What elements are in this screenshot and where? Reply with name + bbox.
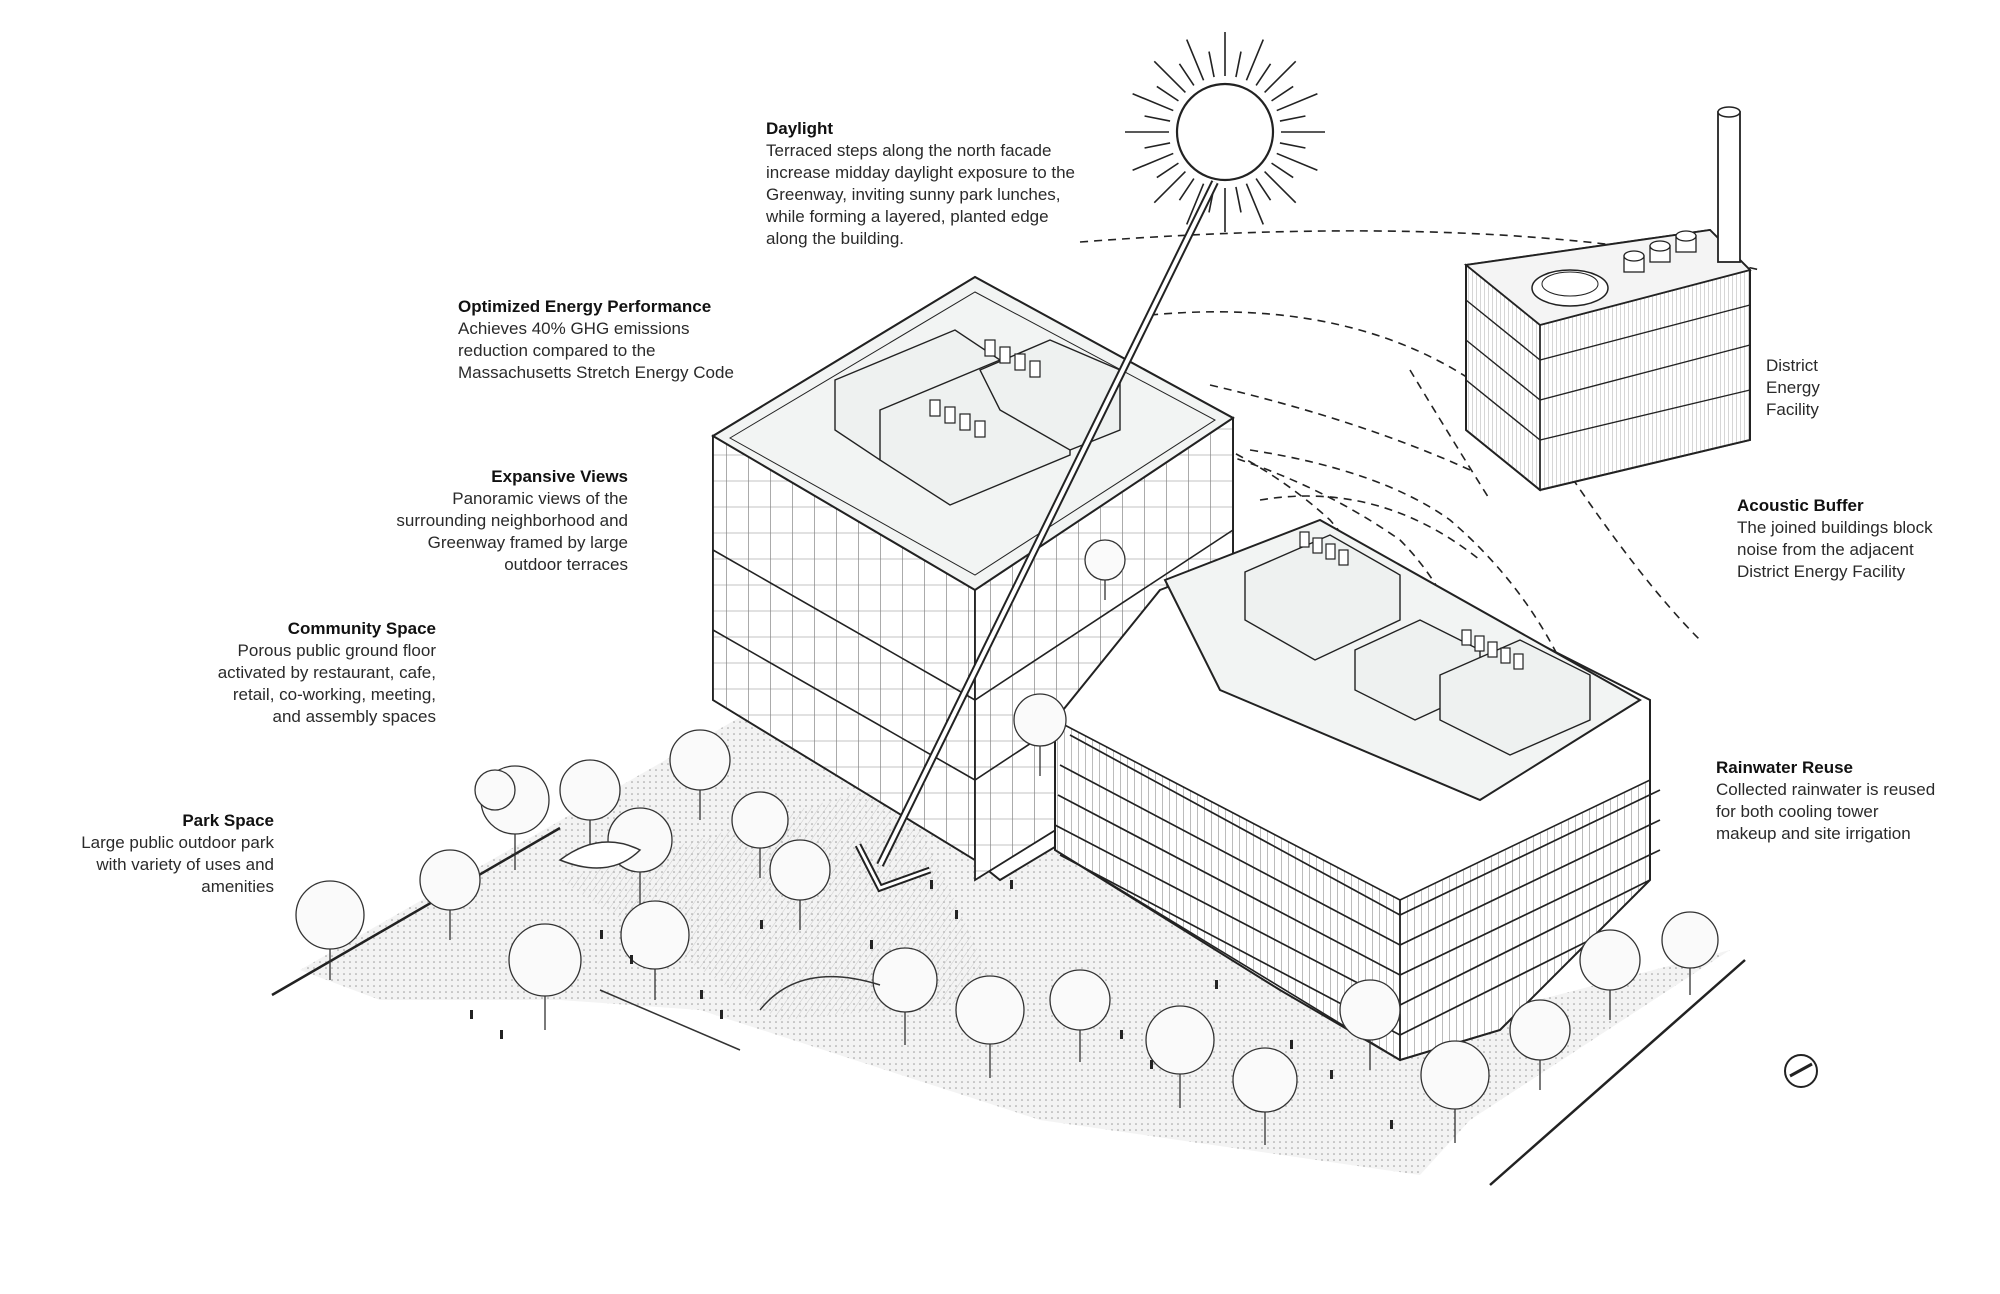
sun-ray — [1264, 171, 1297, 204]
sun-ray — [1132, 152, 1174, 172]
tree-icon — [669, 729, 731, 820]
annotation-views: Expansive Views Panoramic views of the s… — [360, 466, 628, 576]
sun-ray — [1245, 39, 1265, 81]
sun-ray — [1276, 92, 1318, 112]
annotation-acoustic: Acoustic Buffer The joined buildings blo… — [1737, 495, 1977, 583]
sun-ray — [1153, 171, 1186, 204]
annotation-community: Community Space Porous public ground flo… — [200, 618, 436, 728]
tree-icon — [559, 759, 621, 852]
tree-icon — [1420, 1040, 1490, 1143]
annotation-body: Terraced steps along the north facade in… — [766, 141, 1076, 248]
park-paths — [558, 841, 881, 1051]
annotation-title: Acoustic Buffer — [1737, 496, 1864, 515]
tree-icon — [508, 923, 582, 1030]
sun-ray — [1208, 51, 1215, 78]
sun-ray — [1144, 142, 1171, 149]
annotation-title: Daylight — [766, 119, 834, 138]
north-arrow-icon — [1784, 1054, 1818, 1088]
annotation-title: Rainwater Reuse — [1716, 758, 1853, 777]
street-edge-right — [1489, 959, 1746, 1186]
annotation-daylight: Daylight Terraced steps along the north … — [766, 118, 1126, 250]
sun-ray — [1271, 162, 1294, 179]
sun-ray — [1271, 85, 1294, 102]
district-energy-facility — [1463, 106, 1752, 492]
annotation-title: Park Space — [182, 811, 274, 830]
annotation-title: Expansive Views — [491, 467, 628, 486]
tree-icon — [295, 880, 365, 980]
sun-ray — [1156, 162, 1179, 179]
tree-icon — [769, 839, 831, 930]
sun-ray — [1178, 178, 1195, 201]
tree-icon — [1509, 999, 1571, 1090]
annotation-park: Park Space Large public outdoor park wit… — [40, 810, 274, 898]
tree-icon — [620, 900, 690, 1000]
sun-icon — [1125, 32, 1325, 232]
annotation-title: Optimized Energy Performance — [458, 297, 712, 316]
annotation-body: Achieves 40% GHG emissions reduction com… — [458, 319, 734, 382]
tree-icon — [1339, 979, 1401, 1070]
sun-ray — [1178, 63, 1195, 86]
label-district-energy-facility: District Energy Facility — [1766, 355, 1876, 421]
sun-ray — [1185, 39, 1205, 81]
acoustic-wave-arcs — [1049, 230, 1761, 701]
sun-ray — [1185, 183, 1205, 225]
tree-icon — [1579, 929, 1641, 1020]
sun-ray — [1255, 178, 1272, 201]
sun-ray — [1255, 63, 1272, 86]
sun-ray — [1245, 183, 1265, 225]
tree-icon — [1084, 539, 1126, 600]
annotation-body: The joined buildings block noise from th… — [1737, 518, 1933, 581]
sun-ray — [1235, 51, 1242, 78]
daylight-arrow-icon — [854, 180, 1219, 893]
sun-ray — [1144, 115, 1171, 122]
sun-ray — [1264, 60, 1297, 93]
annotation-title: Community Space — [287, 619, 436, 638]
sun-ray — [1132, 92, 1174, 112]
tree-icon — [1049, 969, 1111, 1062]
person-icon — [600, 930, 603, 939]
tree-icon — [955, 975, 1025, 1078]
annotation-body: District Energy Facility — [1766, 356, 1820, 419]
tree-icon — [419, 849, 481, 940]
people — [470, 880, 1393, 1129]
tree-icon — [1232, 1047, 1298, 1145]
annotation-rainwater: Rainwater Reuse Collected rainwater is r… — [1716, 757, 1956, 845]
tree-icon — [731, 791, 789, 878]
street-edge-left — [271, 826, 561, 997]
tree-icon — [1013, 693, 1067, 776]
tree-icon — [1661, 911, 1719, 995]
sun-ray — [1235, 186, 1242, 213]
tree-icon — [872, 947, 938, 1045]
annotation-body: Panoramic views of the surrounding neigh… — [396, 489, 628, 574]
smokestack — [1717, 111, 1741, 263]
sun-ray — [1156, 85, 1179, 102]
annotation-energy: Optimized Energy Performance Achieves 40… — [458, 296, 788, 384]
annotation-body: Collected rainwater is reused for both c… — [1716, 780, 1936, 843]
terraced-building — [1054, 518, 1661, 1062]
annotation-body: Porous public ground floor activated by … — [217, 641, 436, 726]
tree-icon — [1145, 1005, 1215, 1108]
tree-icon — [474, 765, 550, 870]
sun-ray — [1279, 115, 1306, 122]
sun-ray — [1276, 152, 1318, 172]
trees — [295, 539, 1719, 1145]
sun-ray — [1153, 60, 1186, 93]
sun-ray — [1279, 142, 1306, 149]
annotation-body: Large public outdoor park with variety o… — [81, 833, 274, 896]
